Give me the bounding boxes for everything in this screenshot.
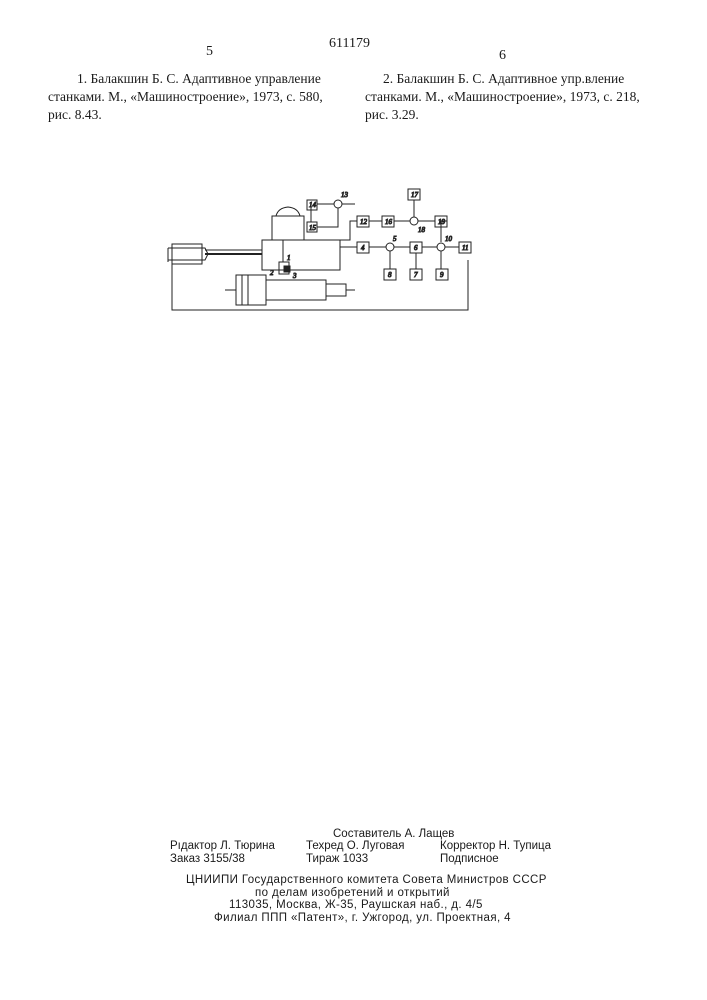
machine-control-schematic: 1 2 3 4 5 6 7 8 9 10 11 12 13 14 15 16 1… — [150, 180, 490, 320]
comparator-10 — [437, 243, 445, 251]
imprint-circulation: Тираж 1033 — [306, 852, 368, 867]
label-18: 18 — [418, 226, 426, 234]
imprint-org-line-3: 113035, Москва, Ж-35, Раушская наб., д. … — [229, 899, 483, 911]
imprint-org-line-2: по делам изобретений и открытий — [255, 887, 450, 899]
label-7: 7 — [414, 271, 418, 279]
label-5: 5 — [393, 235, 397, 243]
machine-tool-drawing — [168, 207, 355, 305]
reference-2-line-1: 2. Балакшин Б. С. Адаптивное упр.вление — [365, 70, 640, 88]
label-11: 11 — [462, 244, 468, 252]
reference-1-line-3: рис. 8.43. — [48, 106, 323, 124]
reference-2-line-3: рис. 3.29. — [365, 106, 640, 124]
column-number-left: 5 — [206, 44, 213, 60]
reference-1-line-1: 1. Балакшин Б. С. Адаптивное управление — [48, 70, 323, 88]
imprint-org-line-4: Филиал ППП «Патент», г. Ужгород, ул. Про… — [214, 912, 511, 924]
label-1: 1 — [287, 254, 291, 262]
imprint-order: Заказ 3155/38 — [170, 852, 245, 867]
label-9: 9 — [440, 271, 444, 279]
comparator-13 — [334, 200, 342, 208]
label-3: 3 — [292, 272, 297, 280]
label-13: 13 — [341, 191, 349, 199]
comparator-5 — [386, 243, 394, 251]
reference-1-line-2: станками. М., «Машиностроение», 1973, с.… — [48, 88, 323, 106]
comparator-18 — [410, 217, 418, 225]
label-2: 2 — [270, 269, 274, 277]
label-17: 17 — [411, 191, 419, 199]
column-number-right: 6 — [499, 48, 506, 64]
label-19: 19 — [438, 218, 446, 226]
imprint-subscription: Подписное — [440, 852, 499, 867]
reference-1: 1. Балакшин Б. С. Адаптивное управление … — [48, 70, 323, 124]
label-15: 15 — [309, 224, 317, 232]
document-number: 611179 — [329, 36, 370, 52]
reference-2-line-2: станками. М., «Машиностроение», 1973, с.… — [365, 88, 640, 106]
label-14: 14 — [309, 201, 317, 209]
label-16: 16 — [385, 218, 393, 226]
label-4: 4 — [361, 244, 365, 252]
label-12: 12 — [360, 218, 368, 226]
label-10: 10 — [445, 235, 453, 243]
reference-2: 2. Балакшин Б. С. Адаптивное упр.вление … — [365, 70, 640, 124]
label-8: 8 — [388, 271, 392, 279]
label-6: 6 — [414, 244, 418, 252]
feedback-line — [172, 260, 468, 310]
imprint-org-line-1: ЦНИИПИ Государственного комитета Совета … — [186, 874, 547, 886]
